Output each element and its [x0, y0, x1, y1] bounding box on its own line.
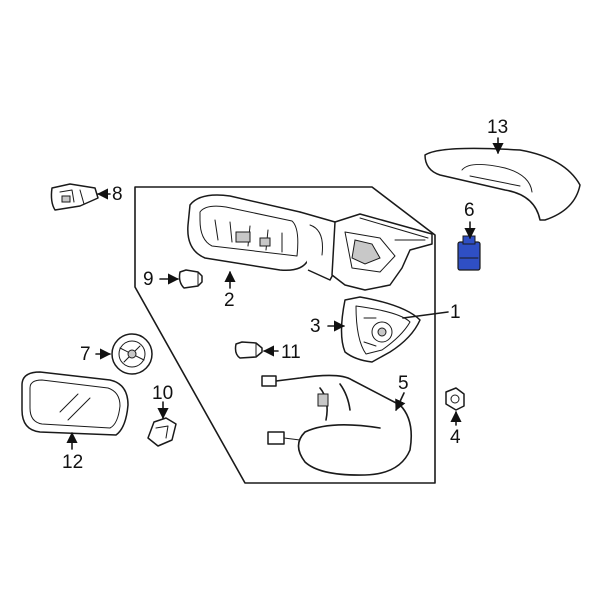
nut-4 [445, 387, 465, 411]
mirror-housing-frame [187, 194, 342, 281]
callout-2: 2 [224, 290, 235, 311]
callout-3: 3 [310, 316, 321, 337]
mirror-glass-12 [21, 371, 129, 436]
small-bracket-8 [50, 183, 99, 211]
callout-5: 5 [398, 373, 409, 394]
bulb-11 [234, 341, 263, 359]
callout-10: 10 [152, 383, 173, 404]
leader-1 [402, 311, 449, 319]
callout-1: 1 [450, 302, 461, 323]
callout-6: 6 [464, 200, 475, 221]
signal-lamp-housing [340, 296, 421, 363]
assembly-boundary [134, 186, 436, 484]
callout-4: 4 [450, 427, 461, 448]
mirror-base-bracket [331, 213, 433, 291]
mirror-actuator-7 [111, 333, 153, 375]
callout-12: 12 [62, 452, 83, 473]
callout-8: 8 [112, 184, 123, 205]
mirror-cover-cap [424, 147, 581, 221]
callout-13: 13 [487, 117, 508, 138]
wiring-harness [261, 374, 413, 476]
leader-5 [395, 392, 406, 412]
clip-10 [147, 417, 177, 447]
callout-9: 9 [143, 269, 154, 290]
callout-11: 11 [281, 342, 301, 363]
callout-7: 7 [80, 344, 91, 365]
bulb-9 [178, 269, 203, 289]
highlighted-sensor-6 [457, 235, 481, 271]
